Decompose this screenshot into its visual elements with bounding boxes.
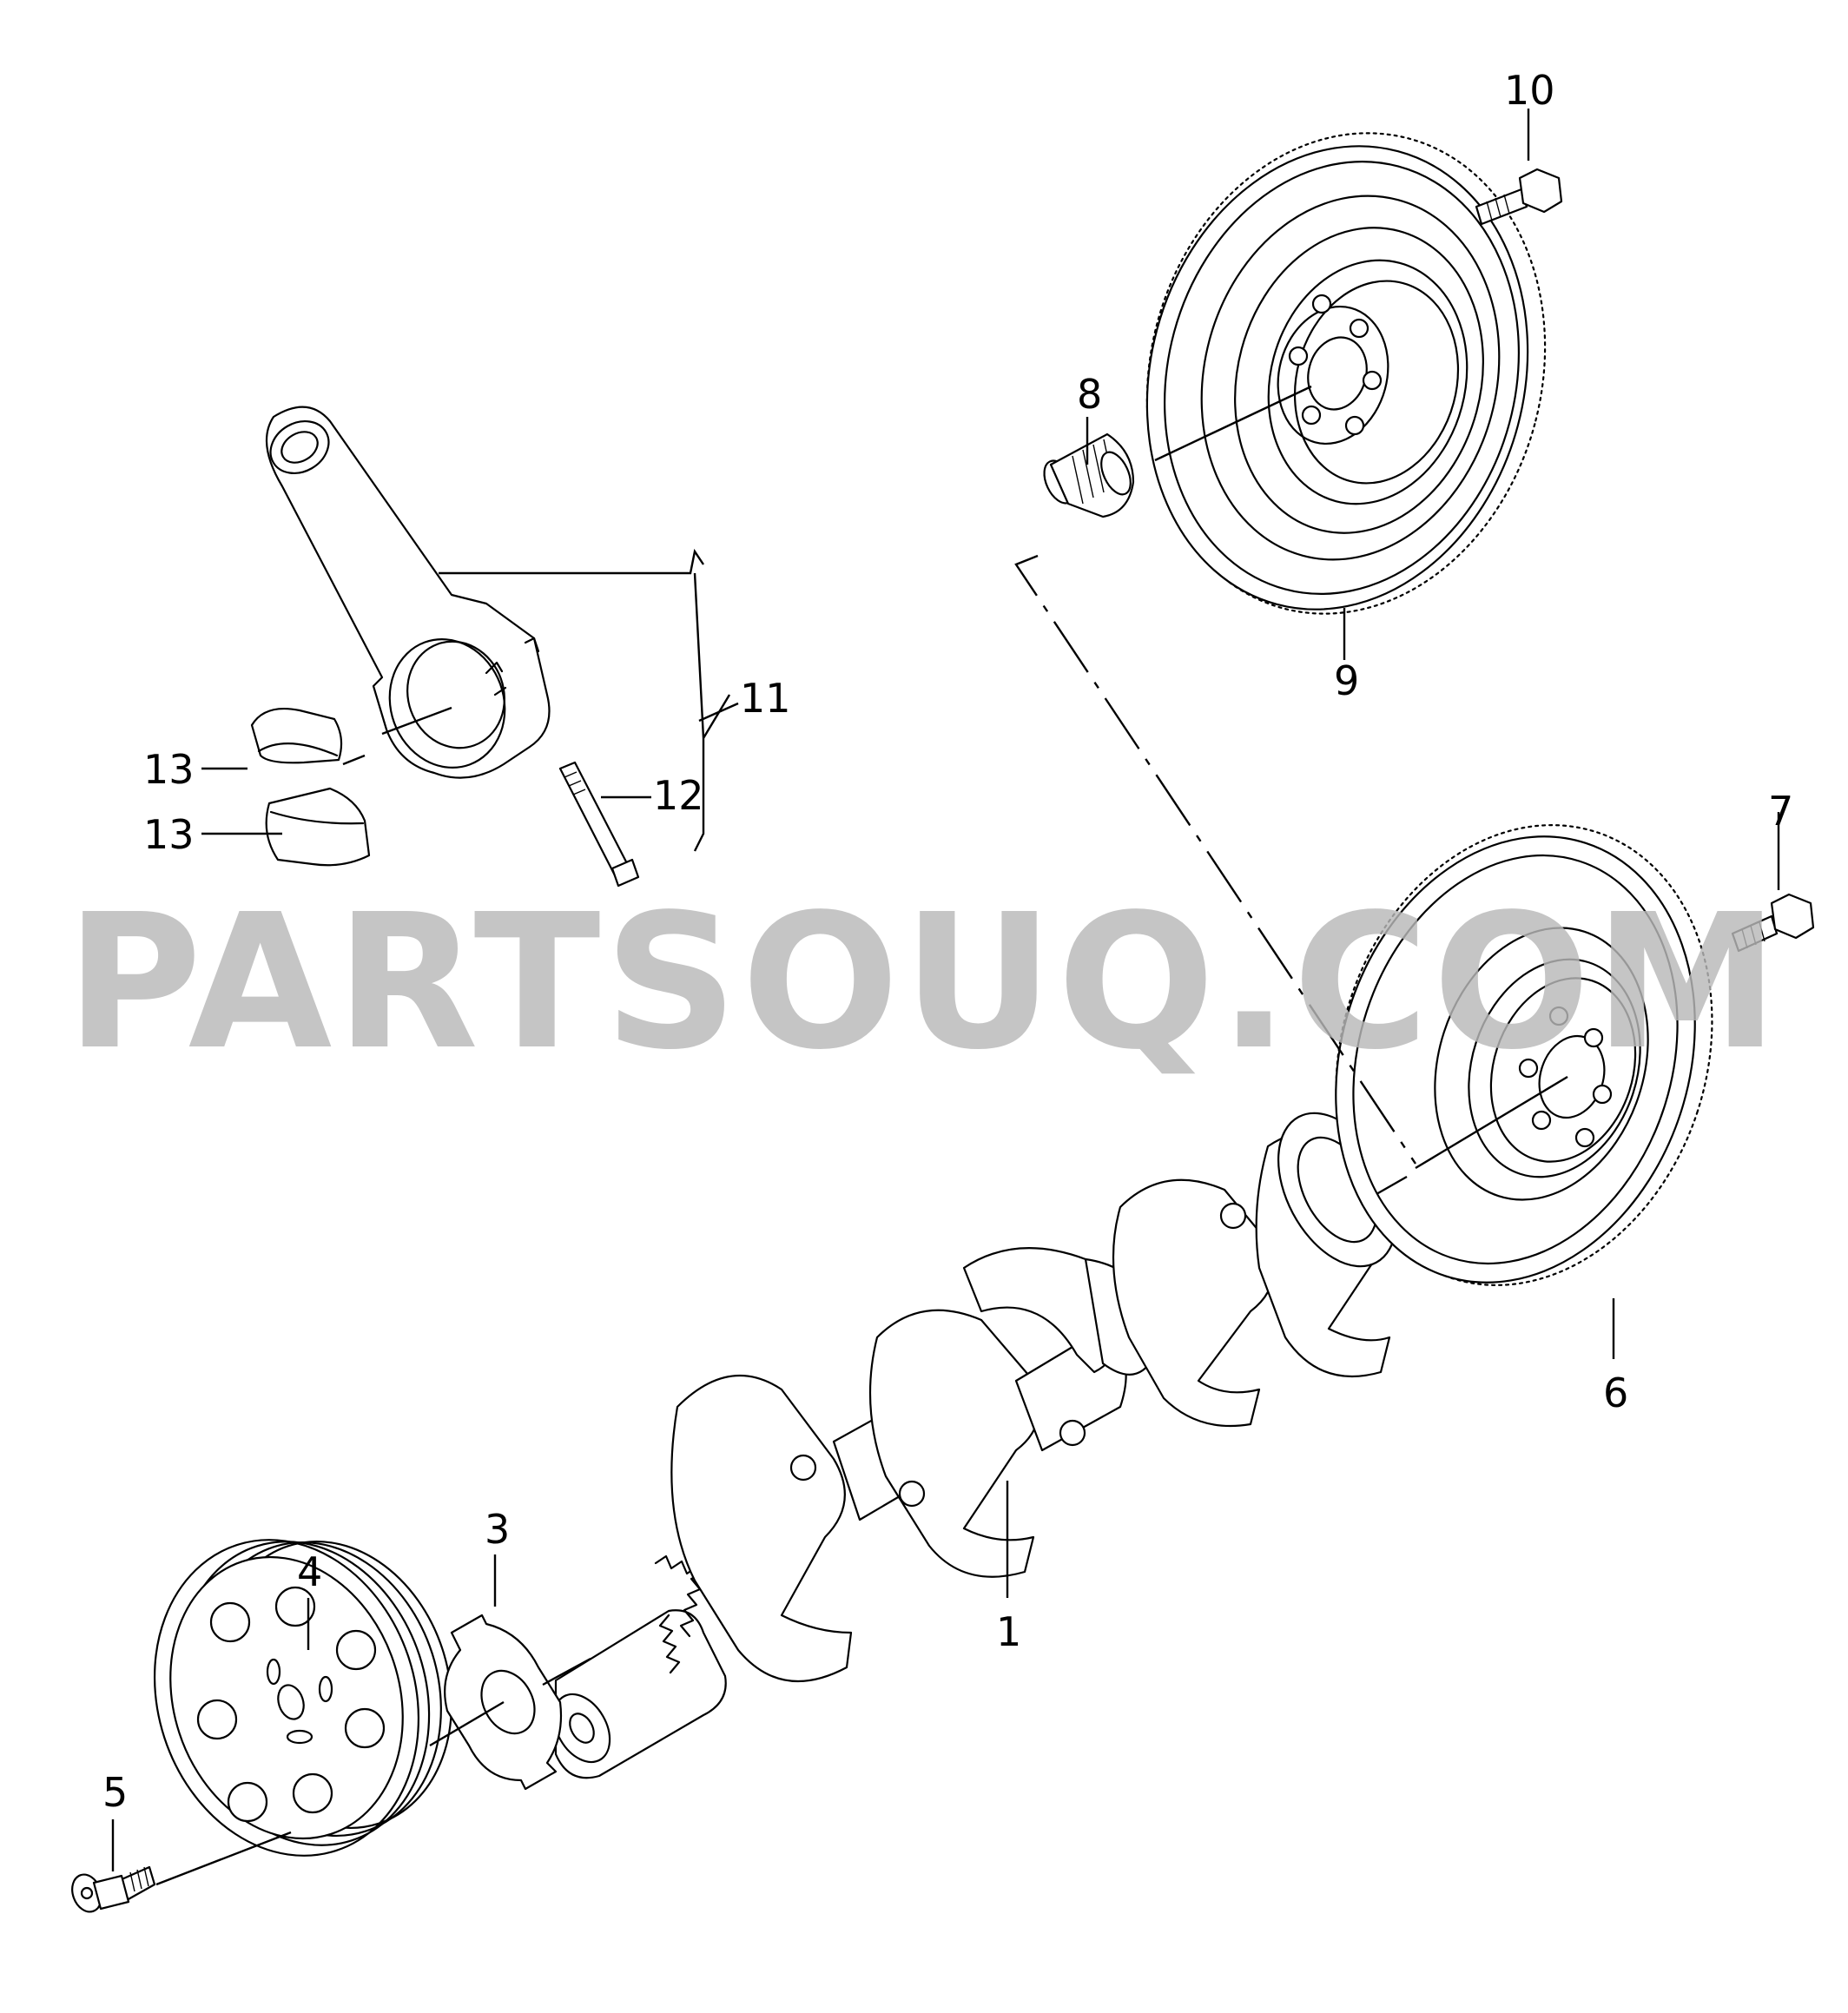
callout-labels: 1 3 4 5 6 7 8 9 10 11 12 13 13 — [102, 67, 1793, 1816]
flywheel-bolt-7[interactable] — [1731, 893, 1815, 953]
callout-3: 3 — [485, 1506, 510, 1553]
callout-9: 9 — [1334, 657, 1359, 704]
callout-4: 4 — [297, 1548, 322, 1595]
flywheel[interactable] — [1278, 776, 1770, 1334]
callout-6: 6 — [1603, 1370, 1628, 1416]
center-lines — [155, 385, 1568, 1886]
dual-mass-flywheel[interactable] — [1094, 88, 1598, 658]
callout-12: 12 — [653, 772, 704, 819]
callout-1: 1 — [996, 1608, 1021, 1655]
connecting-rod[interactable] — [261, 406, 551, 784]
conrod-bolt[interactable] — [558, 761, 640, 888]
callout-10: 10 — [1504, 67, 1555, 114]
callout-7: 7 — [1768, 788, 1793, 835]
leader-lines — [111, 109, 1780, 1871]
pulley-bolt[interactable] — [67, 1865, 156, 1916]
crankshaft[interactable] — [543, 1093, 1421, 1779]
flywheel-bolt-10[interactable] — [1475, 168, 1563, 226]
bearing-shell-lower[interactable] — [265, 787, 371, 867]
watermark: PARTSOUQ.COM — [66, 874, 1783, 1091]
bearing-shell-upper[interactable] — [250, 707, 343, 764]
callout-8: 8 — [1077, 371, 1102, 418]
callout-13-upper: 13 — [143, 746, 195, 793]
callout-5: 5 — [102, 1769, 128, 1816]
needle-bearing[interactable] — [1038, 432, 1136, 518]
callout-11: 11 — [740, 675, 791, 722]
belt-pulley[interactable] — [115, 1505, 487, 1890]
callout-13-lower: 13 — [143, 811, 195, 858]
